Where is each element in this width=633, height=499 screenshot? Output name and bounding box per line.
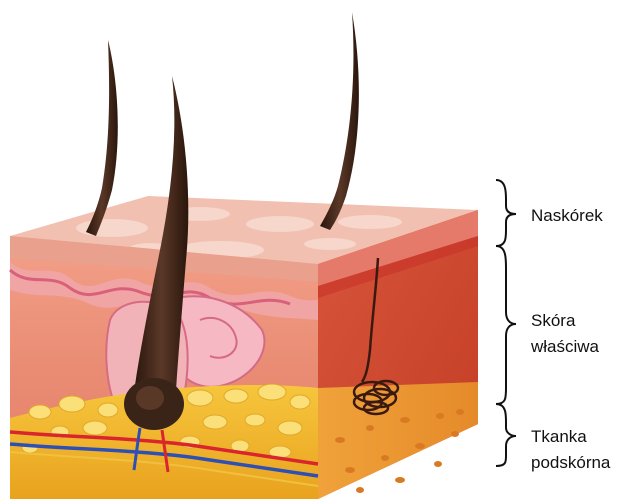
label-epidermis: Naskórek	[531, 203, 603, 229]
label-dermis-line1: Skóra	[531, 308, 599, 334]
label-dermis: Skóra właściwa	[531, 308, 599, 360]
label-hypodermis-line2: podskórna	[531, 450, 610, 476]
hypodermis-bracket	[496, 404, 516, 466]
label-dermis-line2: właściwa	[531, 334, 599, 360]
epidermis-bracket	[496, 180, 516, 246]
label-epidermis-line1: Naskórek	[531, 203, 603, 229]
layer-brackets	[496, 180, 516, 466]
hair-right	[320, 12, 359, 230]
dermis-bracket	[496, 246, 516, 404]
label-hypodermis: Tkanka podskórna	[531, 424, 610, 476]
hypodermis-fat-layer	[10, 382, 478, 499]
label-hypodermis-line1: Tkanka	[531, 424, 610, 450]
